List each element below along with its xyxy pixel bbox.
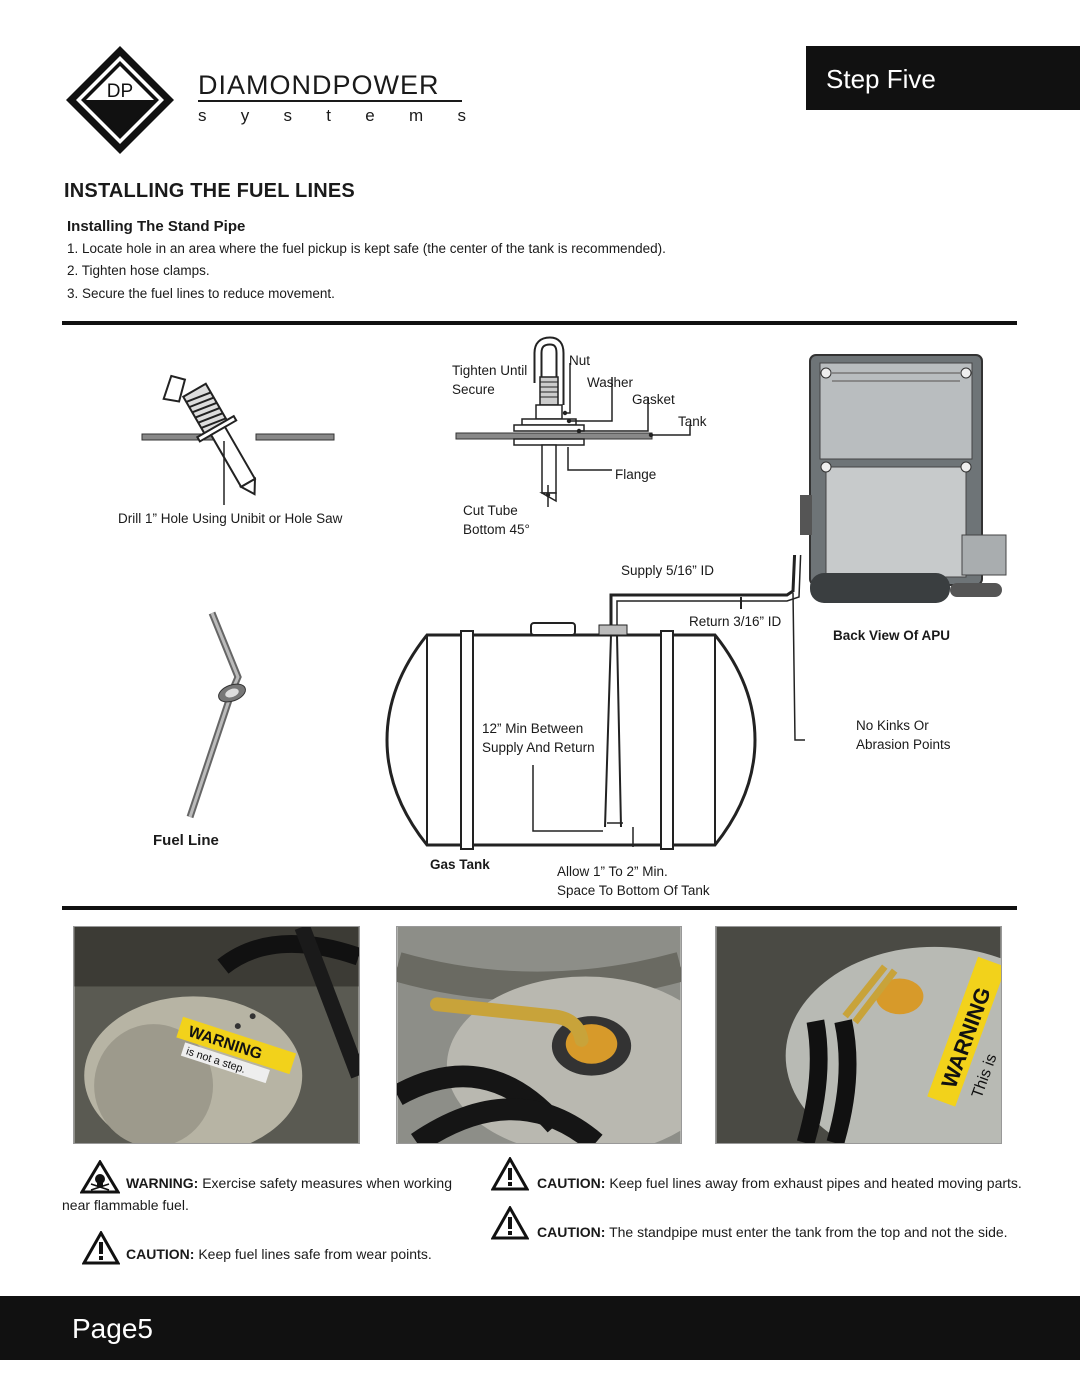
allow-space-label-2: Space To Bottom Of Tank — [557, 883, 710, 898]
caution-icon — [82, 1231, 120, 1265]
apu-back-view-illustration — [800, 354, 1007, 603]
section-divider — [62, 906, 1017, 910]
gasket-label: Gasket — [632, 392, 675, 407]
gas-tank-diagram — [385, 555, 805, 850]
no-kinks-label-2: Abrasion Points — [856, 737, 951, 752]
skull-warning-icon — [80, 1160, 120, 1194]
tighten-label-2: Secure — [452, 382, 495, 397]
drill-hole-diagram — [141, 374, 335, 505]
instruction-step: 3. Secure the fuel lines to reduce movem… — [67, 286, 335, 301]
warning-flammable-note-2: near flammable fuel. — [62, 1197, 189, 1213]
gas-tank-label: Gas Tank — [430, 857, 490, 872]
brand-divider — [198, 100, 462, 102]
caution-wear-note: CAUTION: Keep fuel lines safe from wear … — [126, 1246, 432, 1262]
supply-label: Supply 5/16” ID — [621, 563, 715, 578]
drill-caption: Drill 1” Hole Using Unibit or Hole Saw — [118, 511, 343, 526]
page-number: Page5 — [72, 1313, 153, 1344]
back-view-label: Back View Of APU — [833, 628, 951, 643]
caution-icon — [491, 1206, 529, 1240]
cut-tube-label-2: Bottom 45° — [463, 522, 530, 537]
warning-flammable-note: WARNING: Exercise safety measures when w… — [126, 1175, 452, 1191]
brand-name: DIAMONDPOWER — [198, 70, 440, 100]
svg-text:DP: DP — [107, 81, 133, 102]
no-kinks-label: No Kinks Or — [856, 718, 929, 733]
photo-apu-fuel-lines: WARNING is not a step. — [73, 926, 360, 1144]
brand-subtitle: s y s t e m s — [198, 106, 466, 125]
section-subtitle: Installing The Stand Pipe — [67, 218, 246, 235]
section-divider — [62, 321, 1017, 325]
standpipe-cross-section-diagram — [455, 336, 691, 507]
tank-label: Tank — [678, 414, 707, 429]
flange-label: Flange — [615, 467, 657, 482]
caution-icon — [491, 1157, 529, 1191]
cut-tube-label: Cut Tube — [463, 503, 518, 518]
tighten-label: Tighten Until — [452, 363, 528, 378]
min-between-label-2: Supply And Return — [482, 740, 595, 755]
min-between-label: 12” Min Between — [482, 721, 584, 736]
fuel-line-illustration — [186, 611, 246, 819]
washer-label: Washer — [587, 375, 634, 390]
return-label: Return 3/16” ID — [689, 614, 782, 629]
caution-top-entry-note: CAUTION: The standpipe must enter the ta… — [537, 1224, 1008, 1240]
fuel-line-label: Fuel Line — [153, 832, 219, 849]
nut-label: Nut — [569, 353, 591, 368]
step-banner — [806, 46, 1080, 110]
section-title: INSTALLING THE FUEL LINES — [64, 180, 355, 202]
photo-fuel-lines-routing: WARNING This is — [715, 926, 1002, 1144]
footer-bar — [0, 1296, 1080, 1360]
photo-standpipe-fitting — [396, 926, 682, 1144]
diamondpower-logo-icon: DP — [66, 46, 174, 154]
instruction-step: 2. Tighten hose clamps. — [67, 263, 210, 278]
caution-exhaust-note: CAUTION: Keep fuel lines away from exhau… — [537, 1175, 1022, 1191]
step-label: Step Five — [826, 64, 936, 94]
allow-space-label: Allow 1” To 2” Min. — [557, 864, 668, 879]
instruction-step: 1. Locate hole in an area where the fuel… — [67, 241, 666, 256]
